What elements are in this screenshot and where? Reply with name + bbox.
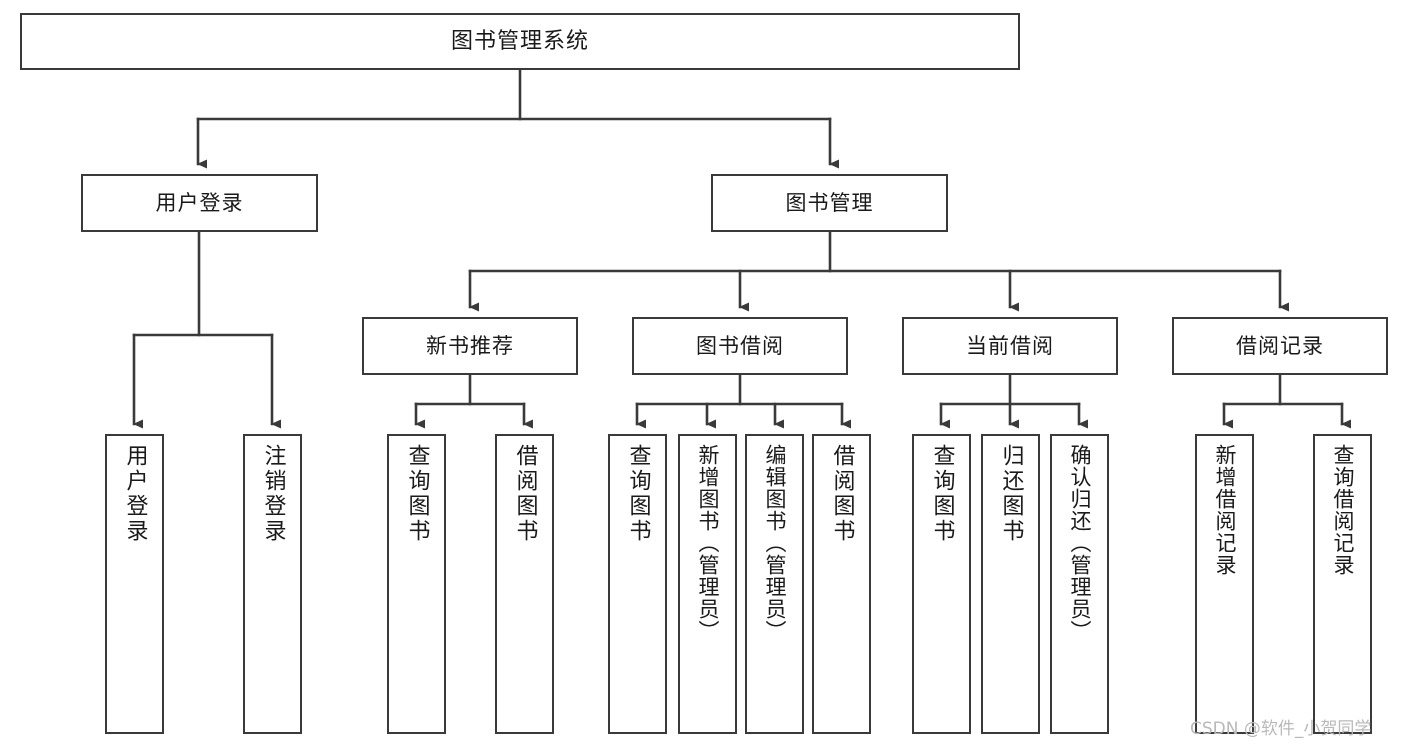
leaf-query-books-recommendation[interactable]: 查询图书 <box>387 434 446 734</box>
node-label: 新增图书（管理员） <box>696 444 720 642</box>
node-book-borrowing[interactable]: 图书借阅 <box>632 317 848 375</box>
leaf-query-books-current[interactable]: 查询图书 <box>912 434 971 734</box>
leaf-confirm-return-admin[interactable]: 确认归还（管理员） <box>1050 434 1109 734</box>
leaf-logout-login[interactable]: 注销登录 <box>243 434 302 734</box>
node-label: 确认归还（管理员） <box>1068 444 1092 642</box>
node-book-management[interactable]: 图书管理 <box>711 174 948 232</box>
node-label: 查询图书 <box>404 444 430 544</box>
node-label: 图书借阅 <box>696 333 784 358</box>
node-label: 图书管理系统 <box>450 28 589 54</box>
leaf-user-login[interactable]: 用户登录 <box>105 434 164 734</box>
leaf-query-borrow-record[interactable]: 查询借阅记录 <box>1313 434 1372 734</box>
node-label: 图书管理 <box>785 190 874 215</box>
node-label: 用户登录 <box>155 190 244 215</box>
node-label: 借阅记录 <box>1236 333 1324 358</box>
leaf-edit-book-admin[interactable]: 编辑图书（管理员） <box>745 434 804 734</box>
node-label: 新增借阅记录 <box>1213 444 1237 576</box>
leaf-query-books-borrowing[interactable]: 查询图书 <box>608 434 667 734</box>
node-label: 注销登录 <box>260 444 286 544</box>
leaf-add-borrow-record[interactable]: 新增借阅记录 <box>1195 434 1254 734</box>
node-label: 用户登录 <box>122 444 148 544</box>
node-label: 新书推荐 <box>426 333 514 358</box>
leaf-add-book-admin[interactable]: 新增图书（管理员） <box>678 434 737 734</box>
node-label: 查询图书 <box>929 444 955 544</box>
node-label: 查询图书 <box>625 444 651 544</box>
node-label: 编辑图书（管理员） <box>763 444 787 642</box>
node-label: 当前借阅 <box>966 333 1054 358</box>
node-label: 借阅图书 <box>512 444 538 544</box>
leaf-borrow-books[interactable]: 借阅图书 <box>812 434 871 734</box>
node-label: 借阅图书 <box>829 444 855 544</box>
node-root-book-management-system[interactable]: 图书管理系统 <box>20 13 1020 70</box>
node-label: 归还图书 <box>998 444 1024 544</box>
node-new-book-recommendation[interactable]: 新书推荐 <box>362 317 578 375</box>
node-user-login[interactable]: 用户登录 <box>81 174 318 232</box>
leaf-borrow-books-recommendation[interactable]: 借阅图书 <box>495 434 554 734</box>
node-borrowing-records[interactable]: 借阅记录 <box>1172 317 1388 375</box>
node-label: 查询借阅记录 <box>1331 444 1355 576</box>
leaf-return-books[interactable]: 归还图书 <box>981 434 1040 734</box>
watermark-text: CSDN @软件_小贺同学 <box>1190 719 1372 739</box>
node-current-borrowing[interactable]: 当前借阅 <box>902 317 1118 375</box>
